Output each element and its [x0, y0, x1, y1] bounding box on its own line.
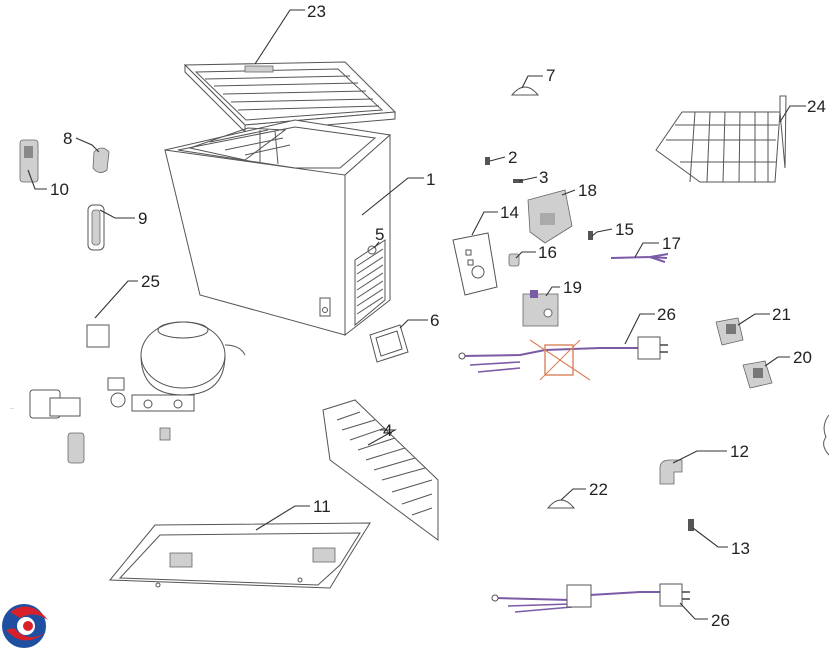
foot-part-22 [546, 499, 576, 509]
callout-11: 11 [313, 497, 331, 516]
drain-plug [369, 324, 409, 363]
callout-25: 25 [141, 272, 160, 291]
control-panel [452, 232, 498, 296]
callout-9: 9 [138, 209, 147, 228]
callout-5: 5 [375, 225, 384, 244]
callout-26-upper: 26 [657, 305, 676, 324]
leader-lines [27, 9, 806, 620]
hinge-cover [92, 147, 110, 173]
callout-21: 21 [772, 305, 791, 324]
callout-15: 15 [615, 220, 634, 239]
callout-labels: 23 7 24 8 10 9 1 5 2 3 18 14 15 17 16 19… [50, 2, 826, 630]
power-cord-lower [491, 583, 690, 613]
callout-12: 12 [730, 442, 749, 461]
compressor-fine-print: ··· [10, 406, 14, 411]
callout-13: 13 [731, 539, 750, 558]
callout-2: 2 [508, 148, 517, 167]
callout-23: 23 [307, 2, 326, 21]
screw-part-13 [688, 519, 694, 531]
callout-1: 1 [426, 170, 435, 189]
freezer-cabinet [164, 61, 397, 337]
callout-26-lower: 26 [711, 611, 730, 630]
brand-logo [2, 604, 48, 648]
lamp-holder [659, 459, 683, 485]
control-housing [527, 189, 573, 244]
hinge-part [19, 139, 39, 183]
callout-19: 19 [563, 278, 582, 297]
callout-22: 22 [589, 480, 608, 499]
callout-18: 18 [578, 181, 597, 200]
callout-14: 14 [500, 203, 519, 222]
callout-6: 6 [430, 311, 439, 330]
relay-part-20 [742, 360, 773, 389]
edge-fragment [823, 414, 829, 456]
relay-part-21 [715, 317, 744, 346]
callout-20: 20 [793, 348, 812, 367]
callout-10: 10 [50, 180, 69, 199]
callout-16: 16 [538, 243, 557, 262]
screw-part-3 [513, 179, 523, 183]
thermostat-part [522, 290, 559, 327]
compressor-assembly: ··· [10, 321, 246, 464]
power-cord-upper [458, 336, 668, 381]
callout-4: 4 [383, 421, 392, 440]
callout-7: 7 [546, 66, 555, 85]
back-panel [322, 399, 439, 541]
callout-24: 24 [807, 97, 826, 116]
callout-17: 17 [662, 234, 681, 253]
callout-3: 3 [539, 168, 548, 187]
base-frame [108, 522, 371, 589]
callout-8: 8 [63, 129, 72, 148]
wire-harness-17 [610, 253, 669, 263]
screw-part-15 [588, 231, 593, 240]
screw-part-2 [485, 157, 490, 165]
wire-basket [655, 95, 787, 183]
handle-part [87, 204, 105, 251]
foot-part-7 [510, 86, 540, 96]
